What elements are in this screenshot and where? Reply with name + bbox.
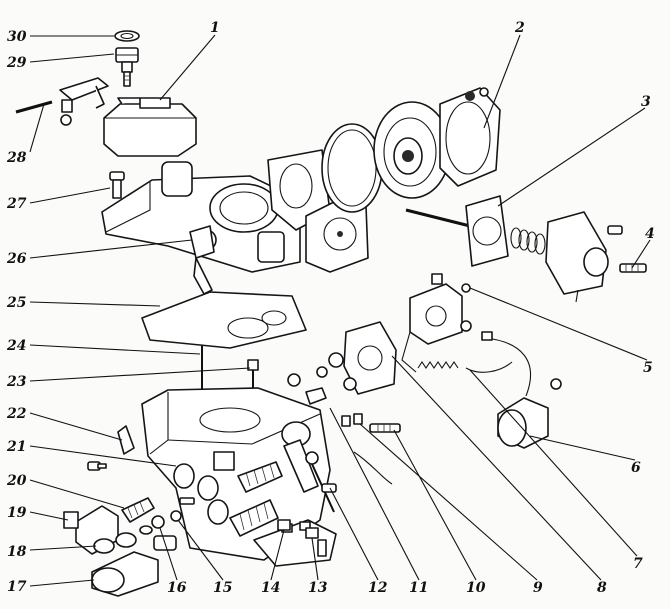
part-ring-18 bbox=[93, 532, 137, 554]
part-spring-3 bbox=[510, 227, 546, 255]
part-screw-4 bbox=[607, 225, 647, 273]
part-lever-26 bbox=[189, 225, 215, 295]
callout-26: 26 bbox=[6, 251, 27, 267]
part-float-bracket bbox=[59, 77, 109, 126]
part-cover-2 bbox=[439, 87, 501, 187]
callout-28: 28 bbox=[6, 150, 27, 166]
callout-12: 12 bbox=[368, 580, 388, 596]
part-rod-3 bbox=[405, 208, 471, 228]
part-hose-11 bbox=[353, 451, 393, 485]
part-spring-7 bbox=[417, 361, 513, 373]
part-bracket-22 bbox=[117, 425, 135, 455]
part-carburettor-body bbox=[141, 387, 337, 567]
part-gasket-8 bbox=[343, 321, 397, 395]
part-pivot-fittings bbox=[287, 352, 351, 427]
part-washer-30 bbox=[114, 30, 140, 42]
part-housing-4 bbox=[545, 211, 609, 303]
callout-19: 19 bbox=[7, 505, 27, 521]
callout-6: 6 bbox=[631, 460, 641, 476]
part-block-14 bbox=[277, 519, 291, 531]
part-block-13 bbox=[305, 527, 319, 539]
callout-11: 11 bbox=[409, 580, 428, 596]
part-gasket-3 bbox=[465, 195, 509, 267]
callout-17: 17 bbox=[7, 579, 27, 595]
callout-25: 25 bbox=[6, 295, 26, 311]
callout-13: 13 bbox=[308, 580, 328, 596]
callout-27: 27 bbox=[6, 196, 27, 212]
part-fitting-29 bbox=[115, 47, 139, 87]
callout-16: 16 bbox=[167, 580, 187, 596]
part-fitting-9 bbox=[343, 377, 363, 425]
part-top-cover bbox=[101, 161, 301, 273]
callout-15: 15 bbox=[213, 580, 232, 596]
callout-3: 3 bbox=[641, 94, 651, 110]
callout-9: 9 bbox=[533, 580, 543, 596]
callout-18: 18 bbox=[7, 544, 27, 560]
part-gasket-ring bbox=[321, 123, 383, 213]
callout-2: 2 bbox=[514, 20, 525, 36]
callout-labels: 1 2 3 4 5 6 7 8 9 10 11 12 13 14 15 16 1… bbox=[6, 20, 655, 596]
callout-8: 8 bbox=[597, 580, 607, 596]
callout-5: 5 bbox=[643, 360, 653, 376]
callout-30: 30 bbox=[7, 29, 27, 45]
part-diaphragm bbox=[373, 101, 451, 199]
callout-7: 7 bbox=[633, 556, 643, 572]
part-jet-20 bbox=[121, 497, 155, 523]
callout-20: 20 bbox=[6, 473, 27, 489]
part-float-1 bbox=[103, 97, 197, 157]
callout-10: 10 bbox=[466, 580, 486, 596]
callout-29: 29 bbox=[6, 55, 27, 71]
leader-lines bbox=[29, 34, 651, 587]
part-pin-28 bbox=[15, 100, 53, 114]
callout-22: 22 bbox=[6, 406, 27, 422]
part-fitting-16 bbox=[139, 515, 165, 535]
part-gasket-25 bbox=[141, 291, 307, 349]
part-screw-21 bbox=[87, 461, 107, 471]
part-screw-12 bbox=[321, 483, 337, 493]
callout-21: 21 bbox=[6, 439, 26, 455]
callout-14: 14 bbox=[261, 580, 280, 596]
callout-4: 4 bbox=[645, 226, 655, 242]
callout-23: 23 bbox=[6, 374, 27, 390]
callout-1: 1 bbox=[210, 20, 220, 36]
part-valve-5 bbox=[401, 273, 472, 373]
part-fitting-15 bbox=[170, 497, 195, 522]
part-screw-27 bbox=[109, 171, 125, 199]
part-screw-10 bbox=[369, 423, 401, 433]
part-solenoid-6 bbox=[481, 331, 562, 449]
callout-24: 24 bbox=[6, 338, 26, 354]
